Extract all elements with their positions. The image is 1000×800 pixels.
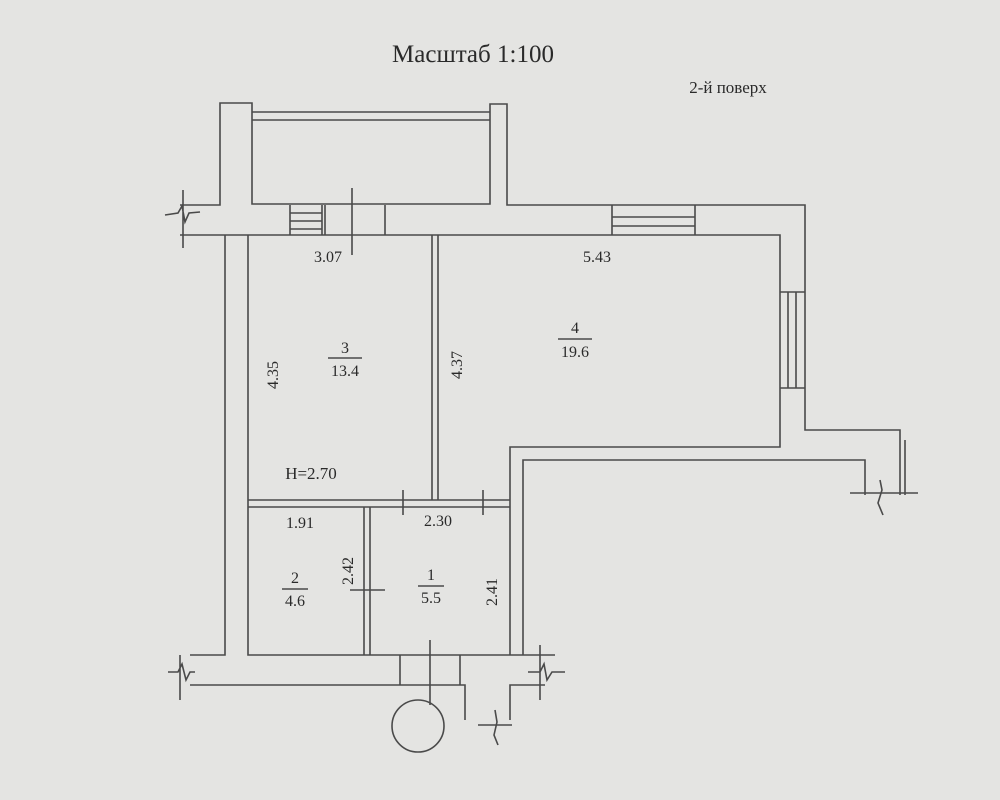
- room3-number: 3: [341, 340, 349, 357]
- break-marks: [164, 188, 918, 746]
- room2-area: 4.6: [285, 593, 305, 610]
- window-room3: [289, 205, 323, 235]
- balcony: [180, 102, 901, 495]
- entrance-door: [391, 640, 461, 753]
- room3-area: 13.4: [331, 363, 359, 380]
- dim-room2-width: 1.91: [286, 515, 314, 532]
- scale-title: Масштаб 1:100: [392, 41, 554, 68]
- dim-room1-width: 2.30: [424, 513, 452, 530]
- window-room4-right: [780, 291, 805, 389]
- walls: [180, 205, 866, 720]
- room1-area: 5.5: [421, 590, 441, 607]
- room4-area: 19.6: [561, 344, 589, 361]
- floor-label: 2-й поверх: [689, 78, 767, 97]
- dim-room2-height: 2.42: [340, 557, 357, 585]
- room1-number: 1: [427, 567, 435, 584]
- dim-room3-width: 3.07: [314, 249, 342, 266]
- dim-room3-left-height: 4.35: [265, 361, 282, 389]
- dim-room1-height: 2.41: [484, 578, 501, 606]
- dim-room3-right-height: 4.37: [449, 351, 466, 379]
- room4-number: 4: [571, 320, 579, 337]
- window-room4-top: [611, 205, 696, 235]
- room2-number: 2: [291, 570, 299, 587]
- dim-room4-width: 5.43: [583, 249, 611, 266]
- ceiling-height: H=2.70: [285, 464, 337, 483]
